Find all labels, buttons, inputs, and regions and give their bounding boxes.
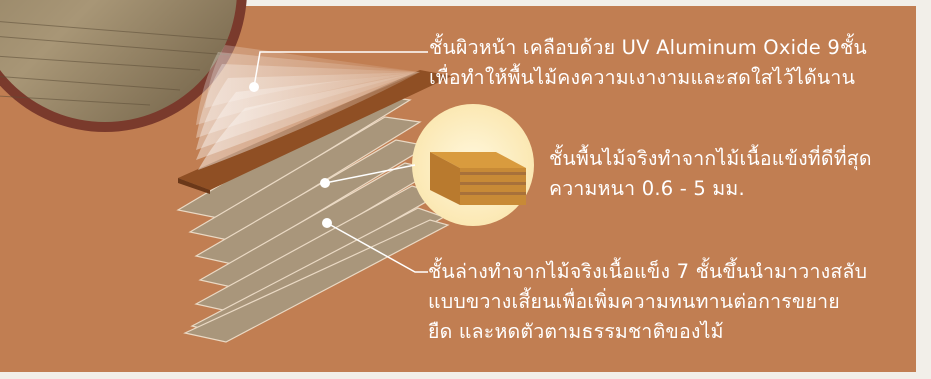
- caption-line: ความหนา 0.6 - 5 มม.: [549, 177, 745, 200]
- core-layer: [188, 116, 422, 241]
- core-layer-caption: ชั้นล่างทำจากไม้จริงเนื้อแข็ง 7 ชั้นขึ้น…: [428, 257, 867, 347]
- caption-line: ชั้นล่างทำจากไม้จริงเนื้อแข็ง 7 ชั้นขึ้น…: [428, 260, 868, 283]
- veneer-layer-caption: ชั้นพื้นไม้จริงทำจากไม้เนื้อแข้งที่ดีที่…: [549, 144, 872, 204]
- zoom-bubble: [0, 0, 247, 132]
- callout-lines: [253, 51, 428, 273]
- callout-dots: [249, 82, 332, 228]
- caption-line: แบบขวางเสี้ยนเพื่อเพิ่มความทนทานต่อการขย…: [428, 290, 840, 313]
- wood-plank-icon: [430, 152, 526, 205]
- surface-layer-caption: ชั้นผิวหน้า เคลือบด้วย UV Aluminum Oxide…: [429, 33, 867, 93]
- caption-line: ชั้นผิวหน้า เคลือบด้วย UV Aluminum Oxide…: [429, 36, 867, 59]
- caption-line: ยืด และหดตัวตามธรรมชาติของไม้: [428, 320, 724, 343]
- solid-wood-veneer: [178, 70, 452, 194]
- caption-line: ชั้นพื้นไม้จริงทำจากไม้เนื้อแข้งที่ดีที่…: [549, 147, 872, 170]
- caption-line: เพื่อทำให้พื้นไม้คงความเงางามและสดใสไว้ไ…: [429, 66, 856, 89]
- magnifier-circle: [412, 104, 534, 226]
